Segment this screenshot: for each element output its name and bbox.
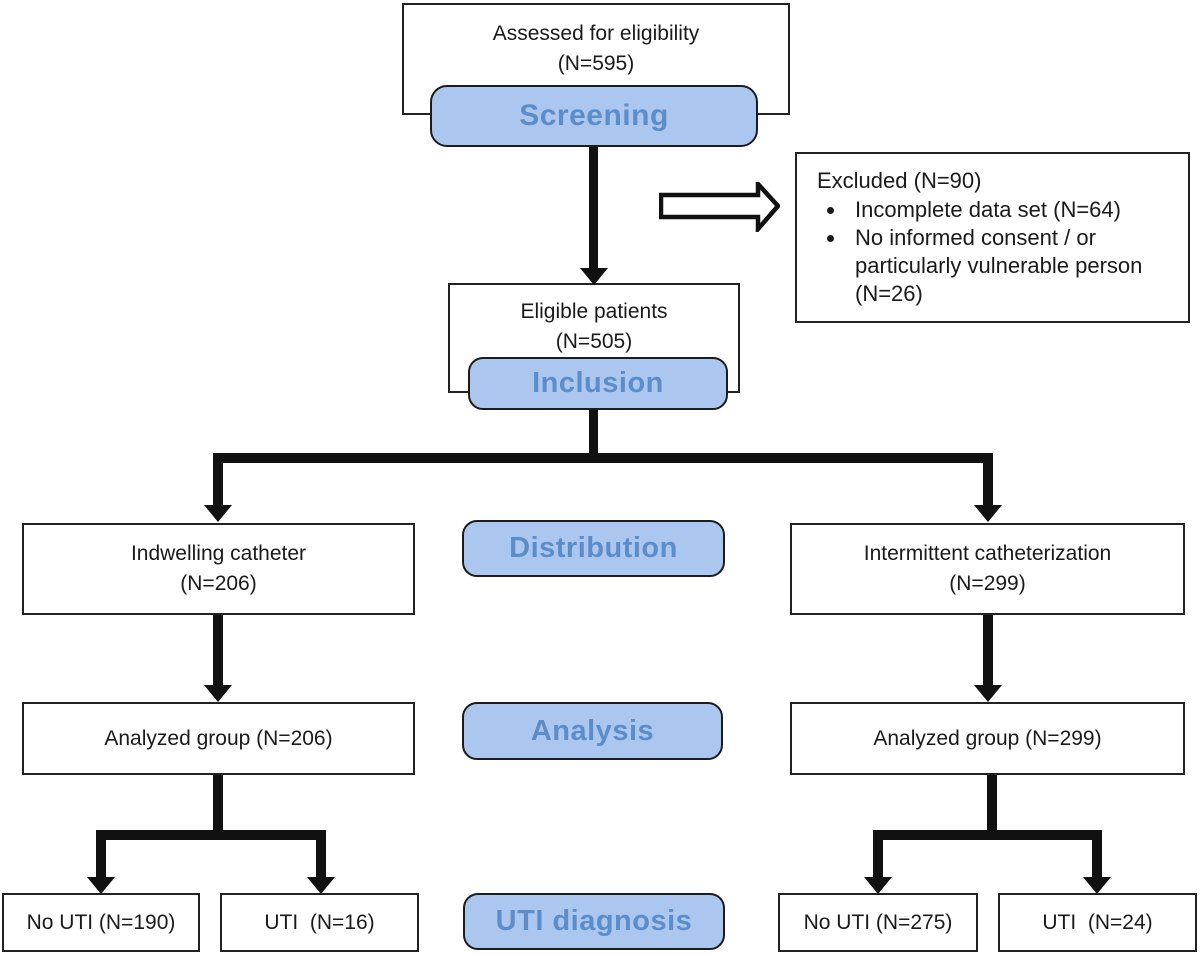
connector-right-split-leg2 (1092, 830, 1102, 878)
excluded-reasons-list: Incomplete data set (N=64) No informed c… (817, 196, 1176, 308)
connector-inclusion-stub (589, 408, 598, 458)
connector-left-split-leg1 (96, 830, 106, 878)
stage-inclusion: Inclusion (468, 357, 728, 410)
node-label: Indwelling catheter (N=206) (130, 542, 307, 595)
connector-indwelling-to-analyzed (213, 615, 223, 686)
connector-left-split-leg2 (316, 830, 326, 878)
node-excluded: Excluded (N=90) Incomplete data set (N=6… (795, 152, 1190, 323)
node-label: Analyzed group (N=299) (873, 726, 1102, 750)
stage-analysis: Analysis (462, 702, 723, 760)
node-uti-right: UTI (N=24) (998, 893, 1197, 952)
connector-analyzed-left-stub (213, 775, 223, 835)
stage-screening: Screening (430, 85, 758, 147)
connector-analyzed-right-stub (987, 775, 997, 835)
connector-screening-to-eligible (589, 145, 598, 271)
connector-branch-bar (213, 453, 993, 463)
node-uti-left: UTI (N=16) (220, 893, 419, 952)
arrow-down-icon (1083, 877, 1111, 894)
arrow-down-icon (204, 505, 232, 522)
node-no-uti-right: No UTI (N=275) (778, 893, 978, 952)
node-label: Analyzed group (N=206) (104, 726, 333, 750)
excluded-title: Excluded (N=90) (817, 168, 982, 193)
arrow-down-icon (87, 877, 115, 894)
node-label: No UTI (N=275) (803, 910, 953, 934)
node-label: UTI (N=16) (264, 910, 375, 934)
node-indwelling-catheter: Indwelling catheter (N=206) (22, 523, 415, 615)
node-label: No UTI (N=190) (26, 910, 176, 934)
node-analyzed-group-right: Analyzed group (N=299) (790, 702, 1185, 775)
arrow-down-icon (864, 877, 892, 894)
connector-branch-right-leg (983, 453, 993, 506)
excluded-reason-item: Incomplete data set (N=64) (847, 196, 1176, 224)
connector-right-split-bar (873, 830, 1102, 840)
arrow-down-icon (974, 685, 1002, 702)
arrow-down-icon (580, 268, 608, 285)
connector-branch-left-leg (213, 453, 223, 506)
node-intermittent-catheterization: Intermittent catheterization (N=299) (790, 523, 1185, 615)
node-label: Intermittent catheterization (N=299) (863, 542, 1112, 595)
connector-intermittent-to-analyzed (983, 615, 993, 686)
excluded-reason-item: No informed consent / or particularly vu… (847, 224, 1176, 308)
node-analyzed-group-left: Analyzed group (N=206) (22, 702, 415, 775)
node-no-uti-left: No UTI (N=190) (2, 893, 200, 952)
arrow-down-icon (974, 505, 1002, 522)
connector-left-split-bar (96, 830, 326, 840)
node-label: UTI (N=24) (1042, 910, 1153, 934)
stage-uti-diagnosis: UTI diagnosis (463, 893, 725, 950)
node-label: Assessed for eligibility (N=595) (492, 22, 700, 75)
connector-right-split-leg1 (873, 830, 883, 878)
arrow-down-icon (204, 685, 232, 702)
node-label: Eligible patients (N=505) (520, 300, 668, 353)
stage-distribution: Distribution (462, 520, 725, 577)
arrow-down-icon (307, 877, 335, 894)
excluded-arrow-icon (659, 182, 780, 232)
